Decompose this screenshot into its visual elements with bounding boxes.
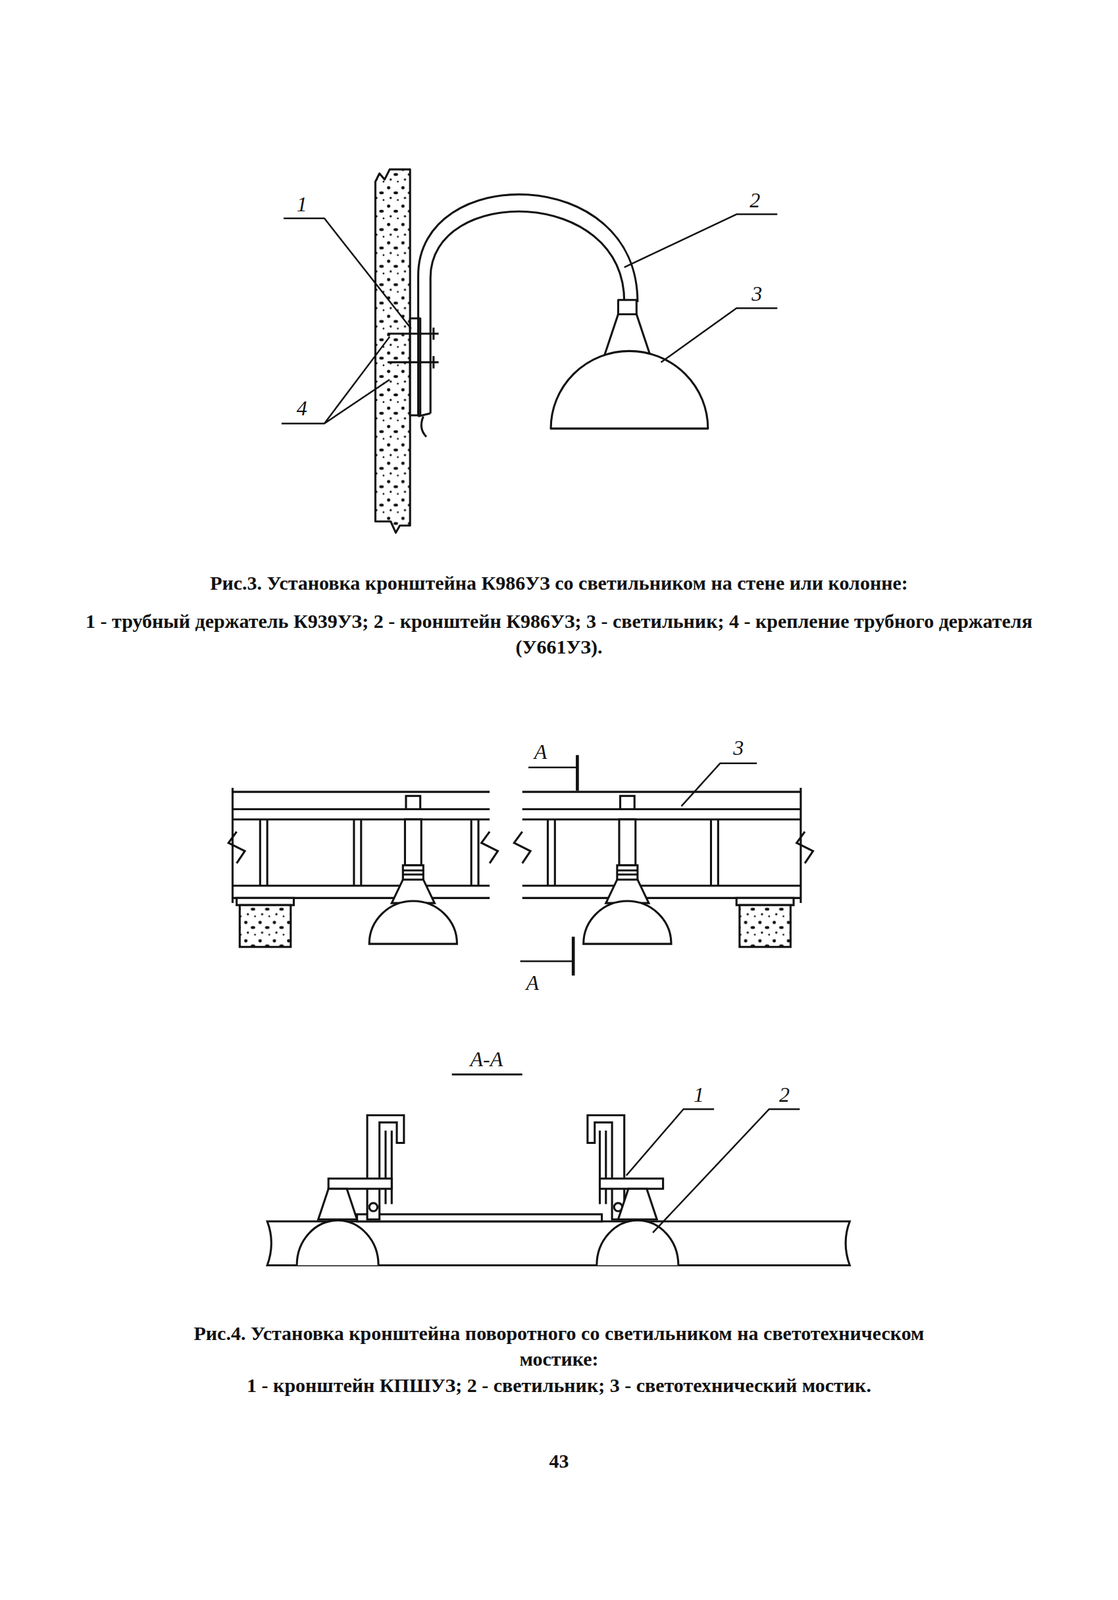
section-letter: А xyxy=(533,740,549,763)
parts-list: 1 - кронштейн КПШУЗ; 2 - светильник; 3 -… xyxy=(78,1371,1040,1398)
section-mark xyxy=(520,767,578,962)
callout-number: 3 xyxy=(731,736,745,759)
bridge-right xyxy=(522,787,801,903)
support-block xyxy=(239,904,291,947)
figure-caption: Рис.3. Установка кронштейна К986УЗ со св… xyxy=(203,569,915,596)
lamp-dome xyxy=(550,350,709,429)
deck-plate xyxy=(357,1214,603,1222)
figure-caption: Рис.4. Установка кронштейна поворотного … xyxy=(171,1320,948,1372)
lamp-right xyxy=(596,1188,679,1265)
support-block xyxy=(739,904,791,947)
break-right xyxy=(513,831,813,864)
wire-tail xyxy=(421,416,427,437)
wall xyxy=(375,169,410,533)
leader-lines xyxy=(626,1108,801,1233)
lamp-left xyxy=(369,795,457,944)
bridge-left xyxy=(232,787,490,903)
section-underline xyxy=(452,1073,523,1076)
callout-number: 2 xyxy=(777,1083,791,1105)
callout-number: 1 xyxy=(295,193,309,215)
lamp-right xyxy=(583,795,672,944)
callout-number: 3 xyxy=(750,282,764,305)
leader-lines xyxy=(681,763,758,807)
figure-3 xyxy=(281,169,778,533)
bracket-right xyxy=(587,1115,664,1220)
callout-number: 1 xyxy=(692,1083,706,1105)
figure-4-section xyxy=(267,1074,850,1266)
lamp-neck xyxy=(617,300,637,315)
callout-number: 4 xyxy=(295,397,309,419)
section-title: А-А xyxy=(469,1048,505,1070)
leader-lines xyxy=(281,214,778,424)
figure-4-plan xyxy=(228,754,813,976)
callout-number: 2 xyxy=(748,189,762,211)
pad xyxy=(236,897,295,905)
parts-list: 1 - трубный держатель К939УЗ; 2 - кроншт… xyxy=(78,608,1040,660)
section-mark xyxy=(573,754,578,976)
lamp-left xyxy=(296,1188,379,1265)
section-letter: А xyxy=(524,971,541,993)
pad xyxy=(736,897,794,905)
page-number: 43 xyxy=(549,1450,570,1471)
break-left xyxy=(228,831,498,864)
